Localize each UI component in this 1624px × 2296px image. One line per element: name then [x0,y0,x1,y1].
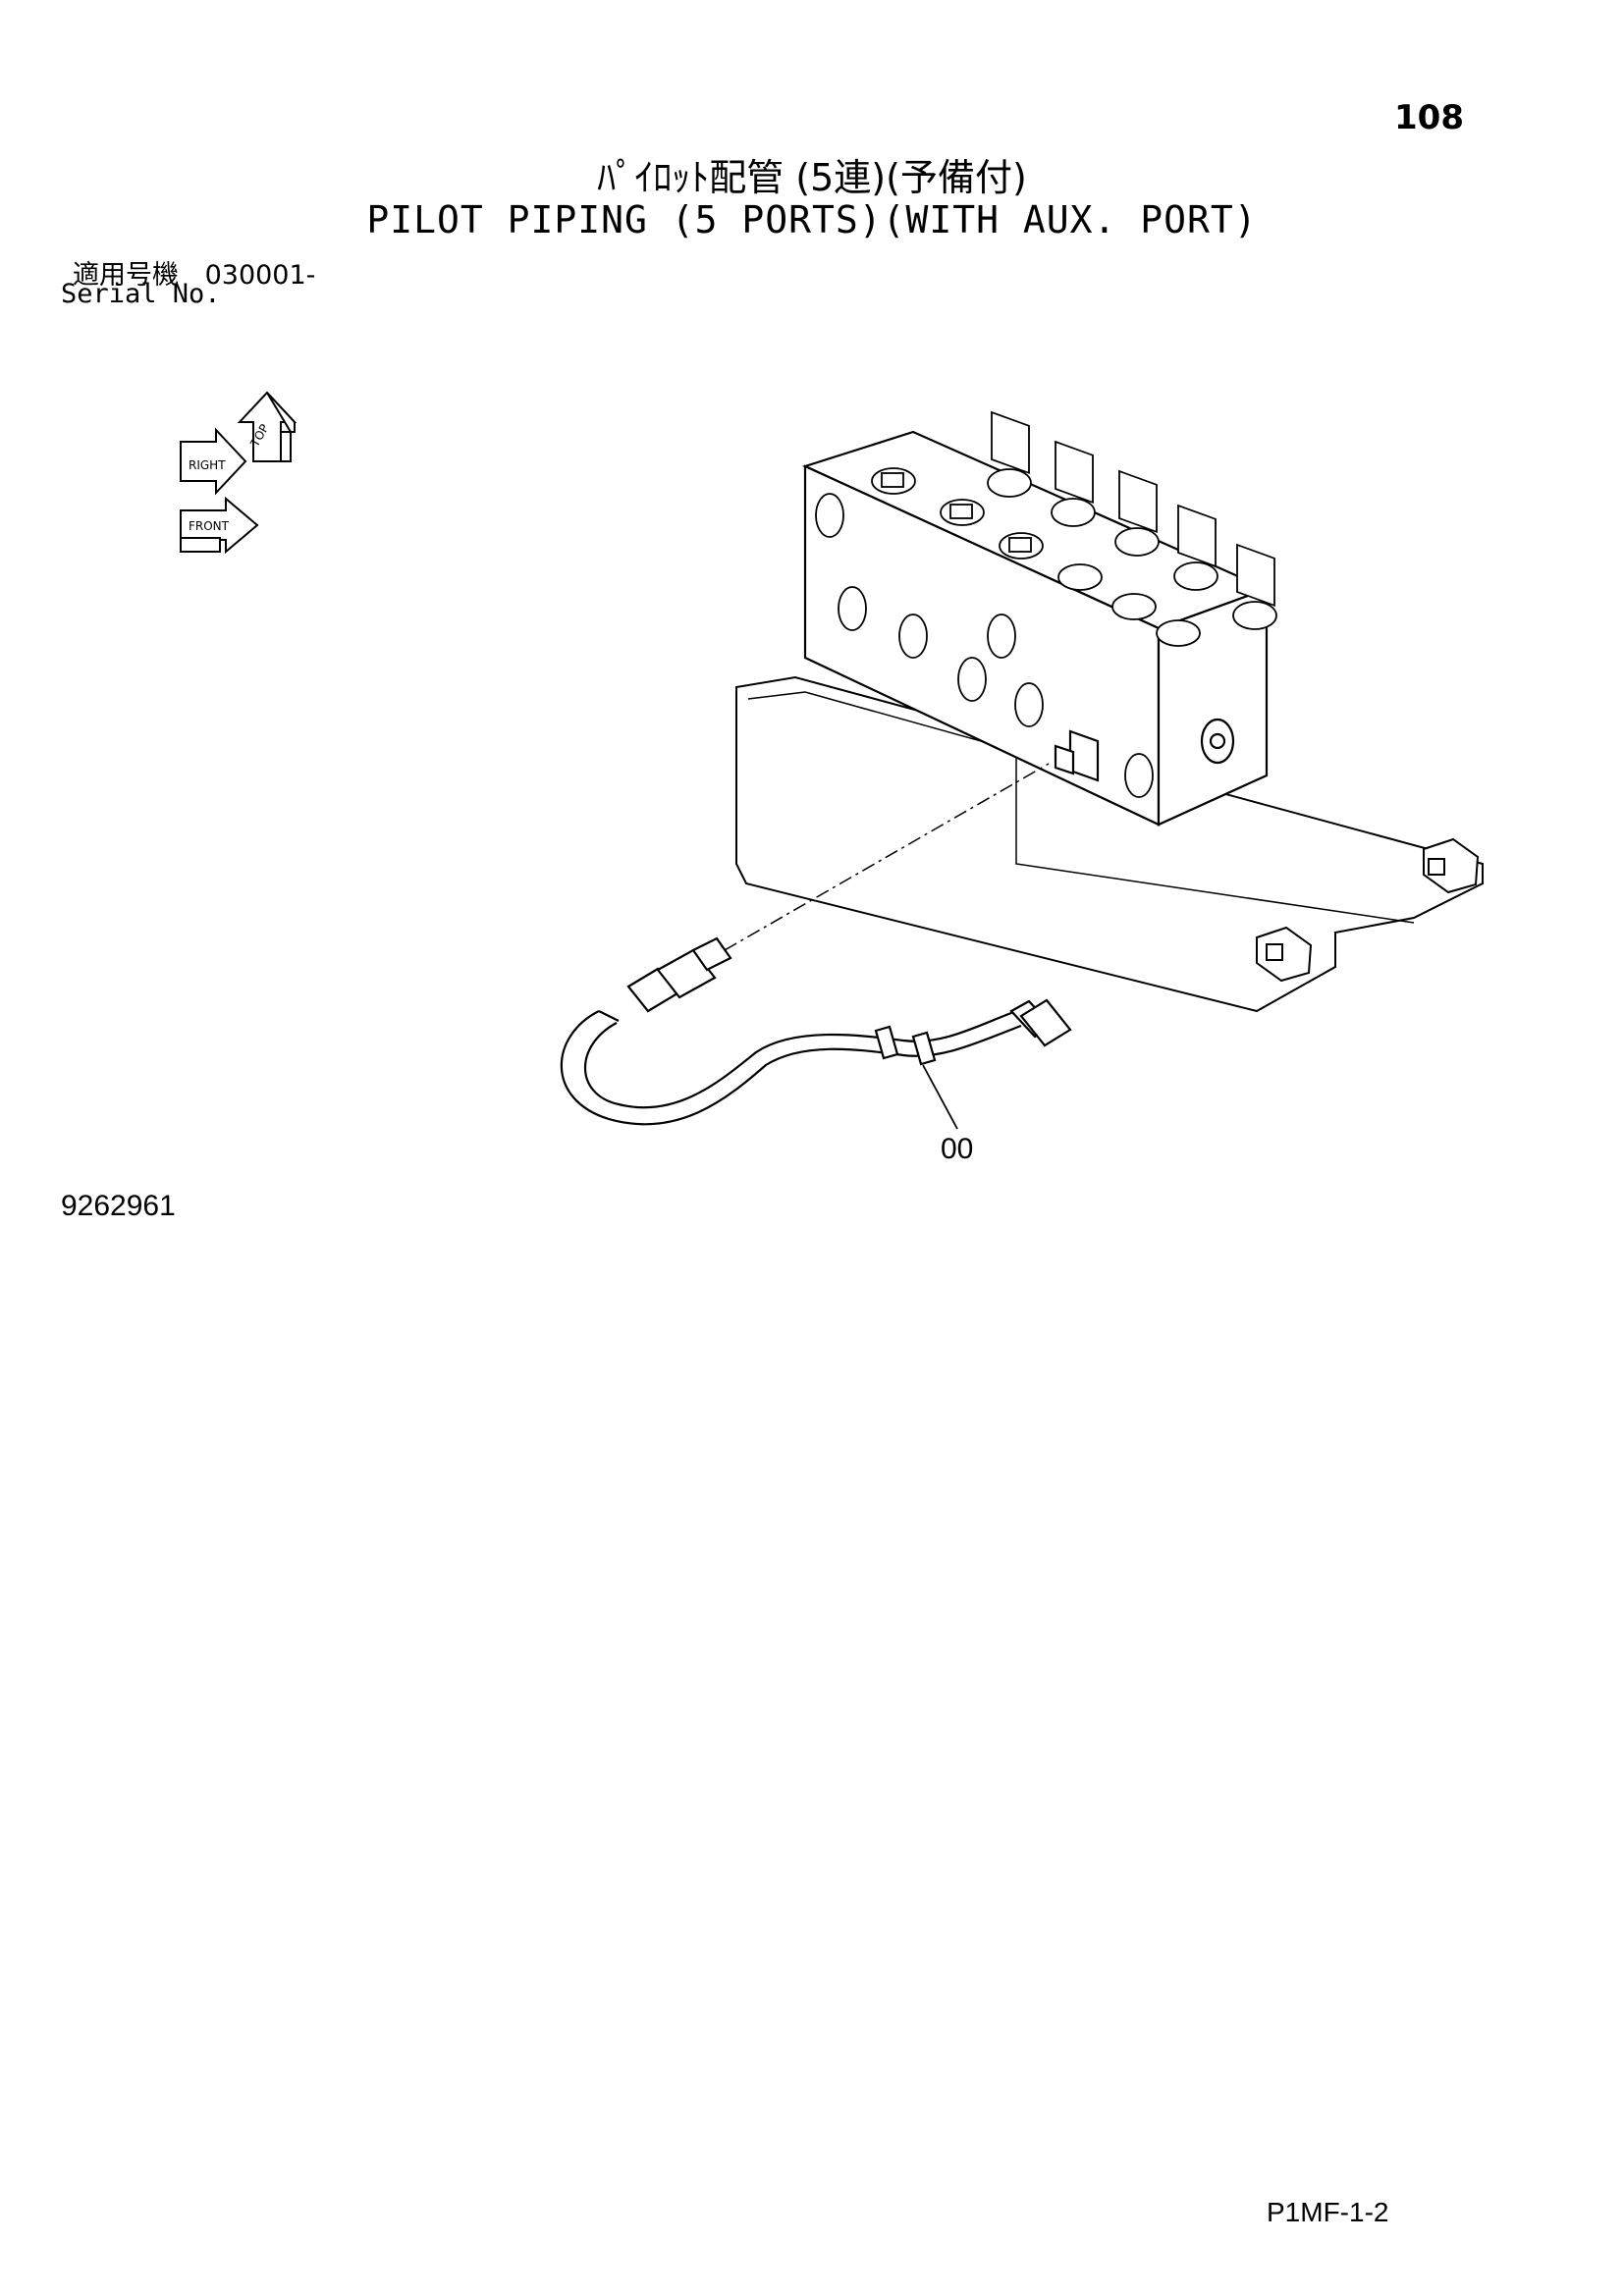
page-title-english: PILOT PIPING (5 PORTS)(WITH AUX. PORT) [366,198,1258,241]
page-title-japanese: ﾊﾟｲﾛｯﾄ配管 (5連)(予備付) [597,156,1027,199]
mounting-bracket [735,675,1484,1013]
serial-label-english: Serial No. [61,279,221,309]
page-number: 108 [1394,98,1464,137]
pilot-valve-manifold [801,430,1270,827]
pilot-pipe-hose [560,936,1072,1126]
orientation-front-label: FRONT [189,519,230,533]
sheet-code: P1MF-1-2 [1267,2197,1389,2227]
orientation-right-label: RIGHT [189,458,226,472]
part-callout-label: 00 [941,1133,974,1165]
serial-range: 030001- [204,260,316,291]
serial-label-jp-text: 適用号機 [73,260,179,291]
orientation-indicator-icon: TOP RIGHT FRONT [180,391,298,555]
drawing-number: 9262961 [61,1190,176,1222]
pressure-switch-array [987,410,1277,630]
assembly-center-line [724,763,1050,951]
serial-label-japanese: 適用号機 030001- [73,253,315,292]
callout-leader-line [922,1064,958,1130]
